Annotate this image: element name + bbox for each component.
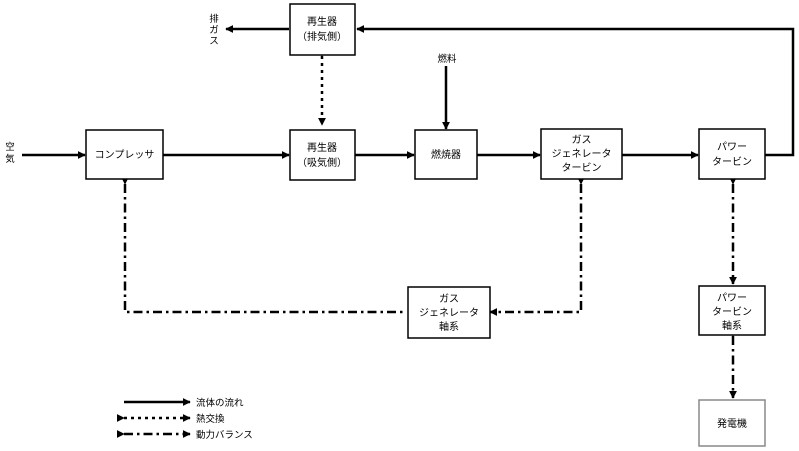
fuel-label: 燃料: [437, 53, 457, 65]
legend: 流体の流れ 熱交換 動力バランス: [116, 397, 253, 441]
regen-intake-line1: 再生器: [307, 141, 337, 154]
node-power-turbine: パワー タービン: [698, 128, 766, 180]
regen-intake-line2: （吸気側）: [297, 156, 347, 169]
pts-line3: 軸系: [722, 319, 742, 332]
pt-line2: タービン: [712, 156, 752, 168]
ggs-line1: ガス: [439, 293, 459, 305]
legend-flow-label: 流体の流れ: [196, 397, 244, 409]
node-gas-gen-turbine: ガス ジェネレータ タービン: [540, 128, 623, 180]
exhaust-char3: ス: [209, 36, 219, 47]
pt-line1: パワー: [717, 141, 747, 153]
node-combustor: 燃焼器: [414, 129, 478, 180]
pts-line2: タービン: [712, 306, 752, 318]
ggs-line2: ジェネレータ: [419, 307, 479, 319]
power-compressor-to-shaft: [121, 176, 406, 314]
power-ggt-to-shaft: [489, 176, 585, 316]
node-regen-intake: 再生器 （吸気側）: [289, 129, 356, 181]
exhaust-char1: 排: [209, 13, 219, 25]
regen-exhaust-line2: （排気側）: [297, 30, 347, 43]
legend-heat-label: 熱交換: [196, 413, 225, 425]
power-balance-lines: [121, 176, 737, 399]
node-regen-exhaust: 再生器 （排気側）: [289, 3, 356, 56]
flow-lines: [22, 25, 795, 159]
ggt-line2: ジェネレータ: [552, 148, 612, 160]
exhaust-char2: ガ: [209, 25, 219, 36]
legend-power-label: 動力バランス: [196, 429, 253, 441]
regen-exhaust-line1: 再生器: [307, 15, 337, 28]
ggt-line3: タービン: [562, 162, 602, 174]
node-generator: 発電機: [698, 399, 766, 447]
air-label: 空 気: [5, 141, 15, 165]
node-gas-gen-shaft: ガス ジェネレータ 軸系: [407, 286, 491, 339]
compressor-label: コンプレッサ: [95, 149, 155, 161]
node-compressor: コンプレッサ: [85, 129, 164, 180]
generator-label: 発電機: [717, 417, 747, 430]
ggs-line3: 軸系: [439, 320, 459, 333]
node-power-turbine-shaft: パワー タービン 軸系: [698, 285, 766, 336]
air-char1: 空: [5, 141, 15, 153]
ggt-line1: ガス: [572, 134, 592, 146]
combustor-label: 燃焼器: [431, 148, 461, 161]
air-char2: 気: [5, 153, 15, 165]
pts-line1: パワー: [717, 292, 747, 304]
exhaust-label: 排 ガ ス: [209, 13, 219, 47]
flow-pt-to-regen-exhaust: [356, 25, 795, 157]
